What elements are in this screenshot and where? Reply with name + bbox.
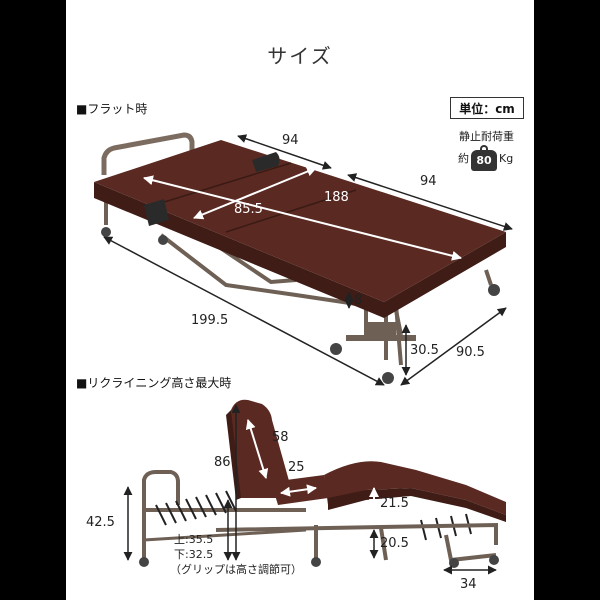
flat-total-width: 90.5 <box>456 345 485 360</box>
weight-capacity: 約 80 Kg <box>458 145 513 171</box>
recline-dimension-arrows <box>123 404 497 575</box>
flat-width-top: 94 <box>282 133 299 148</box>
recline-leg-section: 21.5 <box>380 496 409 511</box>
recline-white-arrows <box>245 419 379 509</box>
unit-badge: 単位：cm <box>450 97 524 119</box>
weight-capacity-label: 静止耐荷重 <box>459 130 514 143</box>
size-panel: サイズ ■フラット時 ■リクライニング高さ最大時 単位：cm 静止耐荷重 約 8… <box>66 0 534 600</box>
recline-foot-width: 34 <box>460 577 477 592</box>
flat-mattress-arrows <box>143 166 462 261</box>
flat-dimension-arrows <box>103 134 513 386</box>
weight-icon: 80 <box>471 145 497 171</box>
flat-section-label: ■フラット時 <box>76 102 148 116</box>
page-title: サイズ <box>267 44 333 68</box>
flat-width-right: 94 <box>420 174 437 189</box>
weight-prefix: 約 <box>458 152 469 165</box>
recline-under-height: 20.5 <box>380 536 409 551</box>
flat-height: 30.5 <box>410 343 439 358</box>
recline-grip-note: （グリップは高さ調節可） <box>170 563 302 576</box>
flat-thickness: 8 <box>354 293 363 308</box>
weight-unit: Kg <box>499 151 514 165</box>
flat-total-length: 199.5 <box>191 313 229 328</box>
recline-backrest-height: 86 <box>214 455 231 470</box>
bed-illustration <box>94 132 513 575</box>
weight-value: 80 <box>471 150 497 171</box>
flat-mattress-length: 188 <box>324 190 349 205</box>
flat-bed <box>94 132 506 384</box>
recline-grip-upper: 上:35.5 <box>174 533 214 546</box>
recline-grip-lower: 下:32.5 <box>174 548 214 561</box>
recline-backrest-length: 58 <box>272 430 289 445</box>
recline-seat-depth: 25 <box>288 460 305 475</box>
flat-mattress-width: 85.5 <box>234 202 263 217</box>
recline-frame-height: 42.5 <box>86 515 115 530</box>
